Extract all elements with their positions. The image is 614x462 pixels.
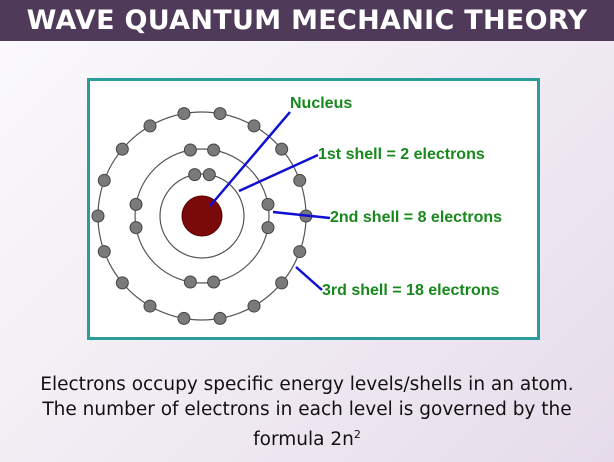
shell1-pointer <box>238 153 319 193</box>
electron <box>115 142 129 156</box>
nucleus-label: Nucleus <box>290 95 353 112</box>
nucleus-pointer <box>209 111 291 207</box>
electron <box>293 173 307 187</box>
electron <box>261 197 275 211</box>
shell2-label: 2nd shell = 8 electrons <box>330 209 503 226</box>
electron <box>261 221 275 235</box>
electron <box>247 119 261 133</box>
shell2-pointer <box>272 210 331 220</box>
electron <box>275 276 289 290</box>
shell3-pointer <box>295 266 323 291</box>
slide-title: WAVE QUANTUM MECHANIC THEORY <box>0 0 614 41</box>
formula: formula 2n <box>253 429 354 451</box>
electron <box>207 275 221 289</box>
shell1-label: 1st shell = 2 electrons <box>318 146 485 163</box>
nucleus <box>181 195 223 237</box>
electron <box>143 119 157 133</box>
caption: Electrons occupy specific energy levels/… <box>0 372 614 452</box>
electron <box>213 311 227 325</box>
electron <box>97 245 111 259</box>
electron <box>202 168 216 182</box>
electron <box>293 245 307 259</box>
electron <box>143 299 157 313</box>
electron <box>213 107 227 121</box>
formula-superscript: 2 <box>353 428 361 441</box>
caption-line-2: The number of electrons in each level is… <box>42 399 572 420</box>
atom-diagram-frame <box>87 78 540 340</box>
electron <box>91 209 105 223</box>
electron <box>115 276 129 290</box>
electron <box>97 173 111 187</box>
electron <box>129 221 143 235</box>
shell3-label: 3rd shell = 18 electrons <box>322 282 500 299</box>
shell-1-orbit <box>159 173 245 259</box>
electron <box>183 143 197 157</box>
electron <box>177 311 191 325</box>
electron <box>188 168 202 182</box>
caption-line-1: Electrons occupy specific energy levels/… <box>40 374 574 395</box>
electron <box>207 143 221 157</box>
electron <box>177 107 191 121</box>
shell-2-orbit <box>134 148 270 284</box>
electron <box>183 275 197 289</box>
electron <box>275 142 289 156</box>
electron <box>247 299 261 313</box>
electron <box>129 197 143 211</box>
caption-line-3: formula 2n2 <box>0 422 614 452</box>
